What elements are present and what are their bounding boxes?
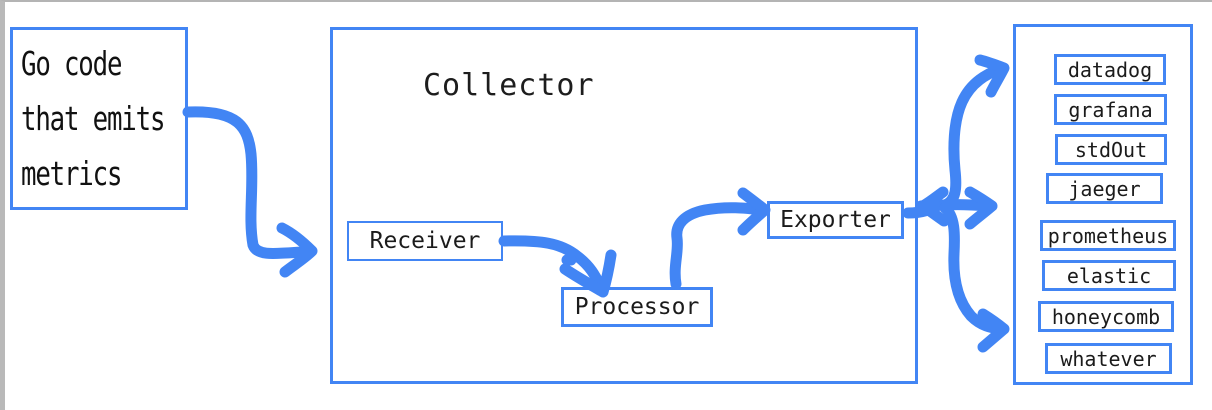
backend-item-datadog[interactable]: datadog (1054, 54, 1166, 85)
arrow-exporter-to-backends (902, 54, 1010, 353)
arrow-source-to-receiver (182, 106, 318, 278)
collector-title: Collector (423, 68, 595, 103)
backend-item-stdOut[interactable]: stdOut (1055, 134, 1167, 165)
source-line-2: that emits (21, 99, 165, 138)
processor-label: Processor (574, 294, 700, 320)
go-code-source-box: Go code that emits metrics (10, 27, 188, 210)
backend-label: whatever (1060, 346, 1157, 371)
backend-item-jaeger[interactable]: jaeger (1046, 173, 1163, 204)
backend-label: grafana (1068, 97, 1153, 122)
backend-label: prometheus (1047, 223, 1169, 248)
backend-label: elastic (1066, 263, 1152, 288)
backend-label: honeycomb (1051, 304, 1161, 329)
backend-item-whatever[interactable]: whatever (1045, 343, 1172, 374)
processor-node: Processor (561, 287, 713, 327)
exporter-node: Exporter (767, 201, 904, 239)
backend-item-honeycomb[interactable]: honeycomb (1038, 301, 1174, 332)
exporter-label: Exporter (780, 207, 891, 233)
backend-item-elastic[interactable]: elastic (1042, 260, 1176, 291)
receiver-node: Receiver (347, 221, 503, 261)
source-line-1: Go code (21, 44, 122, 83)
backend-item-prometheus[interactable]: prometheus (1040, 220, 1176, 251)
backend-item-grafana[interactable]: grafana (1054, 94, 1167, 125)
backend-label: datadog (1067, 57, 1153, 82)
receiver-label: Receiver (369, 228, 481, 254)
source-line-3: metrics (21, 154, 122, 193)
backend-label: jaeger (1068, 176, 1141, 201)
backend-label: stdOut (1074, 137, 1148, 162)
